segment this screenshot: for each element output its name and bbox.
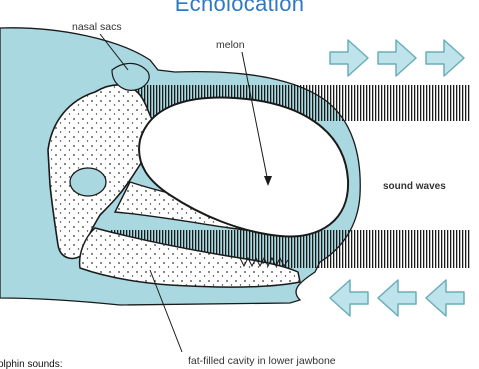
arrow-right-2 — [378, 40, 416, 76]
caption-text: olphin sounds: — [0, 359, 63, 369]
page-title: Echolocation — [0, 0, 479, 17]
sound-waves-label: sound waves — [383, 181, 446, 193]
fat-cavity-label: fat-filled cavity in lower jawbone — [188, 355, 336, 367]
arrow-right-1 — [330, 40, 368, 76]
arrow-left-2 — [378, 280, 416, 316]
eye-socket — [70, 168, 106, 196]
arrow-left-1 — [330, 280, 368, 316]
nasal-sacs-label: nasal sacs — [72, 21, 122, 33]
melon-label: melon — [216, 39, 245, 51]
arrow-left-3 — [426, 280, 464, 316]
arrow-right-3 — [426, 40, 464, 76]
outgoing-arrows — [330, 40, 464, 76]
incoming-arrows — [330, 280, 464, 316]
